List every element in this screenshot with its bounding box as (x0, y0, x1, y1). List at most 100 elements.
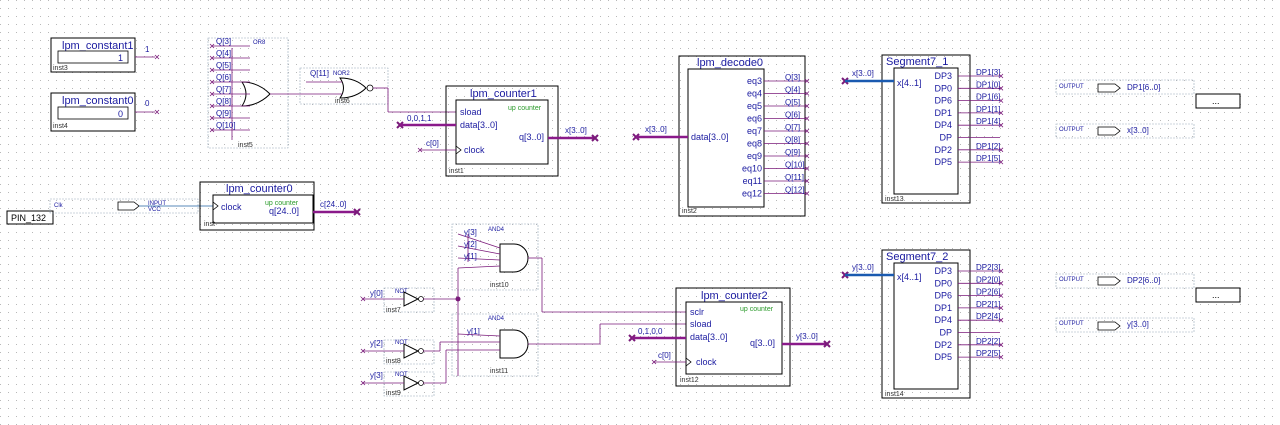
nor2-type-label: NOR2 (333, 71, 350, 77)
not-gate-y0[interactable]: NOT inst7 y[0] (360, 268, 461, 334)
outputs-group-2[interactable]: OUTPUT DP2[6..0] OUTPUT y[3..0] ... (1055, 273, 1241, 333)
seg2-inst: inst14 (885, 391, 904, 398)
decode-port-eq11: eq11 (743, 176, 762, 186)
decode-signal-label: Q[3] (785, 73, 800, 82)
input-type-label: INPUT (148, 201, 166, 207)
decode-inst: inst2 (682, 208, 697, 215)
counter2-in-data-label: 0,1,0,0 (638, 327, 663, 336)
lpm-constant0[interactable]: lpm_constant0 0 inst4 0 (50, 92, 160, 132)
seg1-signal-label: DP1[6] (976, 93, 1000, 102)
not-y0-inst: inst7 (386, 307, 401, 314)
counter2-inst: inst12 (680, 377, 699, 384)
seg1-signal-label: DP1[0] (976, 80, 1000, 89)
pin-assign-box[interactable] (1195, 287, 1241, 303)
counter2-q-port: q[3..0] (750, 338, 775, 348)
not-y3-in-label: y[3] (370, 371, 383, 380)
output-type-label: OUTPUT (1059, 277, 1084, 283)
lpm-decode0[interactable]: lpm_decode0 data[3..0] inst2 x[3..0] eq3… (632, 55, 810, 217)
output-x-name: x[3..0] (1127, 126, 1149, 135)
pin-132-label[interactable]: PIN_132 (6, 210, 54, 225)
seg2-port-DP6: DP6 (934, 291, 952, 301)
decode-signal-label: Q[11] (785, 173, 804, 182)
input-clk[interactable]: Clk INPUT VCC (49, 198, 213, 214)
counter2-up-label: up counter (740, 306, 774, 313)
nor2-gate[interactable]: NOR2 Q[11] inst6 (299, 67, 456, 113)
counter2-data-port: data[3..0] (690, 332, 728, 342)
decode-port-eq12: eq12 (742, 189, 762, 199)
counter1-data-port: data[3..0] (460, 120, 498, 130)
constant0-out-label: 0 (145, 99, 150, 108)
seg1-port-DP3: DP3 (934, 71, 952, 81)
seg1-port-DP6: DP6 (934, 96, 952, 106)
counter1-inst: inst1 (449, 168, 464, 175)
seg1-port-DP0: DP0 (934, 83, 952, 93)
and4-top-gate[interactable]: AND4 inst10 y[3] y[2] y[1] (451, 223, 686, 313)
seg1-port-DP2: DP2 (934, 145, 952, 155)
counter1-out-label: x[3..0] (565, 126, 587, 135)
decode-signal-label: Q[8] (785, 136, 800, 145)
seg2-signal-label: DP2[3] (976, 263, 1000, 272)
or8-input-label: Q[3] (216, 37, 231, 46)
and4-top-symbol-icon (499, 243, 529, 273)
decode-signal-label: Q[5] (785, 98, 800, 107)
seg2-port-DP0: DP0 (934, 278, 952, 288)
seg2-signal-label: DP2[4] (976, 312, 1000, 321)
and4-top-in1: y[2] (464, 240, 477, 249)
seg2-signal-label: DP2[5] (976, 349, 1000, 358)
constant1-out-label: 1 (145, 45, 150, 54)
clock-triangle-icon (685, 357, 692, 367)
not-y0-type: NOT (395, 289, 408, 295)
decode-signal-label: Q[12] (785, 186, 805, 195)
seg1-inst: inst13 (885, 196, 904, 203)
seg2-port-DP1: DP1 (934, 303, 952, 313)
or8-input-label: Q[8] (216, 97, 231, 106)
seg1-port-DP4: DP4 (934, 120, 952, 130)
lpm-counter0[interactable]: lpm_counter0 clock up counter q[24..0] i… (199, 181, 361, 231)
and4-bot-inst: inst11 (490, 368, 508, 375)
or8-input-label: Q[9] (216, 109, 231, 118)
seg1-in-port: x[4..1] (897, 78, 922, 88)
lpm-counter1[interactable]: lpm_counter1 sload up counter data[3..0]… (396, 85, 599, 177)
constant1-inst: inst3 (53, 65, 68, 72)
not-y2-type: NOT (395, 340, 408, 346)
or8-input-label: Q[6] (216, 73, 231, 82)
lpm-constant1[interactable]: lpm_constant1 1 inst3 1 (50, 37, 160, 73)
not-y3-inst: inst9 (386, 390, 401, 397)
seg1-in-label: x[3..0] (852, 69, 874, 78)
decode-signal-label: Q[10] (785, 161, 805, 170)
decode-port-eq10: eq10 (742, 164, 762, 174)
lpm-counter2[interactable]: lpm_counter2 sclr up counter sload data[… (628, 287, 831, 387)
not-gate-y2[interactable]: NOT inst8 y[2] (360, 339, 500, 365)
pin-assign-box[interactable] (1195, 93, 1241, 109)
and4-bottom-gate[interactable]: AND4 inst11 y[1] (451, 313, 686, 377)
counter1-in-clock-label: c[0] (426, 139, 439, 148)
outputs-group-1[interactable]: OUTPUT DP1[6..0] OUTPUT x[3..0] ... (1055, 79, 1241, 139)
seg2-signal-label: DP2[2] (976, 337, 1000, 346)
seg2-port-DP4: DP4 (934, 315, 952, 325)
decode-in-label: x[3..0] (645, 125, 667, 134)
decode-signal-label: Q[4] (785, 86, 800, 95)
output-port-icon (1097, 276, 1121, 286)
pin-assign-label: ... (1212, 96, 1220, 106)
seg1-port-DP5: DP5 (934, 157, 952, 167)
decode-title: lpm_decode0 (697, 57, 763, 69)
output-port-icon (1097, 83, 1121, 93)
and4-bot-symbol-icon (499, 329, 529, 359)
or8-gate[interactable]: OR8 inst5 Q[3]Q[4]Q[5]Q[6]Q[7]Q[8]Q[9]Q[… (207, 37, 300, 149)
counter1-up-label: up counter (508, 105, 542, 112)
seg2-port-DP2: DP2 (934, 340, 952, 350)
output-port-icon (1097, 321, 1121, 331)
decode-port-eq7: eq7 (747, 126, 762, 136)
output-type-label: OUTPUT (1059, 321, 1084, 327)
seg1-signal-label: DP1[4] (976, 117, 1000, 126)
seg1-title: Segment7_1 (886, 56, 948, 68)
constant1-value: 1 (118, 53, 123, 63)
not-gate-y3[interactable]: NOT inst9 y[3] (360, 349, 500, 397)
seg2-in-port: x[4..1] (897, 272, 922, 282)
counter2-clock-port: clock (696, 357, 717, 367)
or8-type-label: OR8 (253, 40, 266, 46)
